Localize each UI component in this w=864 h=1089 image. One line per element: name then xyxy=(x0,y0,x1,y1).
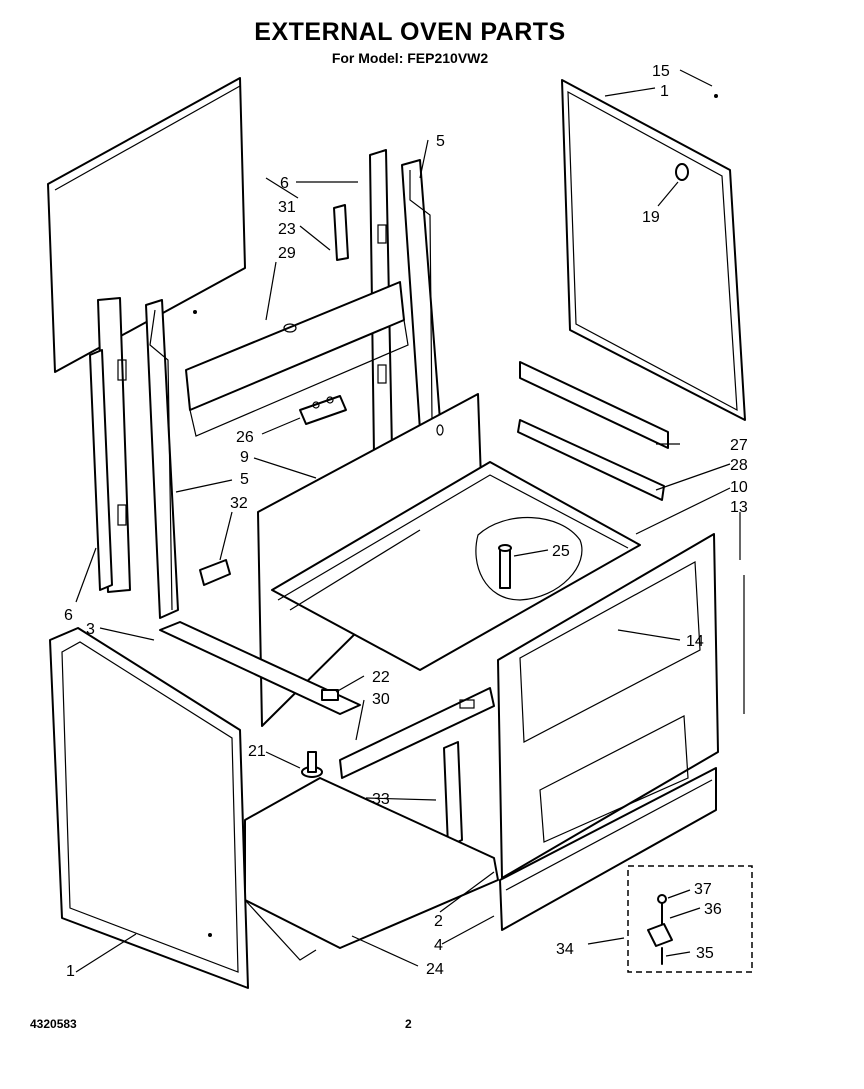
terminal-block-part xyxy=(299,395,347,425)
callout-6-top: 6 xyxy=(280,175,289,192)
callout-25: 25 xyxy=(552,543,570,560)
callout-labels: 15 1 19 6 5 31 23 29 26 9 5 32 25 6 3 22… xyxy=(64,63,748,980)
support-rails xyxy=(517,361,669,501)
bottom-rails xyxy=(159,621,495,779)
callout-6-left: 6 xyxy=(64,607,73,624)
callout-37: 37 xyxy=(694,881,712,898)
callout-22: 22 xyxy=(372,669,390,686)
right-side-panel-part xyxy=(561,79,746,421)
toe-kick-part xyxy=(499,767,717,931)
callout-4: 4 xyxy=(434,937,443,954)
callout-1-bottom: 1 xyxy=(66,963,75,980)
callout-10: 10 xyxy=(730,479,748,496)
model-subtitle: For Model: FEP210VW2 xyxy=(331,50,489,66)
leveling-leg-part xyxy=(301,751,323,778)
callout-36: 36 xyxy=(704,901,722,918)
callout-35: 35 xyxy=(696,945,714,962)
callout-2: 2 xyxy=(434,913,443,930)
oven-liner-part xyxy=(257,393,641,727)
callout-29: 29 xyxy=(278,245,296,262)
callout-24: 24 xyxy=(426,961,444,978)
callout-32: 32 xyxy=(230,495,248,512)
switch-part xyxy=(199,559,231,586)
callout-19: 19 xyxy=(642,209,660,226)
callout-5-top: 5 xyxy=(436,133,445,150)
document-number: 4320583 xyxy=(30,1017,77,1031)
front-frame-part xyxy=(497,533,745,879)
rear-panel-part xyxy=(47,77,246,373)
callout-23: 23 xyxy=(278,221,296,238)
center-pin-part xyxy=(498,544,512,589)
callout-28: 28 xyxy=(730,457,748,474)
callout-30: 30 xyxy=(372,691,390,708)
callout-33: 33 xyxy=(372,791,390,808)
callout-26: 26 xyxy=(236,429,254,446)
callout-15: 15 xyxy=(652,63,670,80)
callout-27: 27 xyxy=(730,437,748,454)
hardware-kit-parts xyxy=(647,894,673,965)
hardware-22 xyxy=(321,689,339,701)
callout-1-top: 1 xyxy=(660,83,669,100)
callout-13: 13 xyxy=(730,499,748,516)
bracket-part xyxy=(333,204,349,261)
bracket-33 xyxy=(443,741,463,847)
leader-lines xyxy=(75,69,741,973)
hardware-kit-box xyxy=(627,865,753,973)
callout-31: 31 xyxy=(278,199,296,216)
callout-21: 21 xyxy=(248,743,266,760)
callout-14: 14 xyxy=(686,633,704,650)
crossbar-part xyxy=(185,281,409,437)
page-title: EXTERNAL OVEN PARTS xyxy=(254,18,566,46)
callout-9: 9 xyxy=(240,449,249,466)
callout-3: 3 xyxy=(86,621,95,638)
callout-34: 34 xyxy=(556,941,574,958)
page-number: 2 xyxy=(405,1017,412,1031)
clip-part xyxy=(675,163,689,181)
left-side-panel-part xyxy=(49,627,249,989)
left-side-rails xyxy=(89,297,179,619)
callout-5-left: 5 xyxy=(240,471,249,488)
